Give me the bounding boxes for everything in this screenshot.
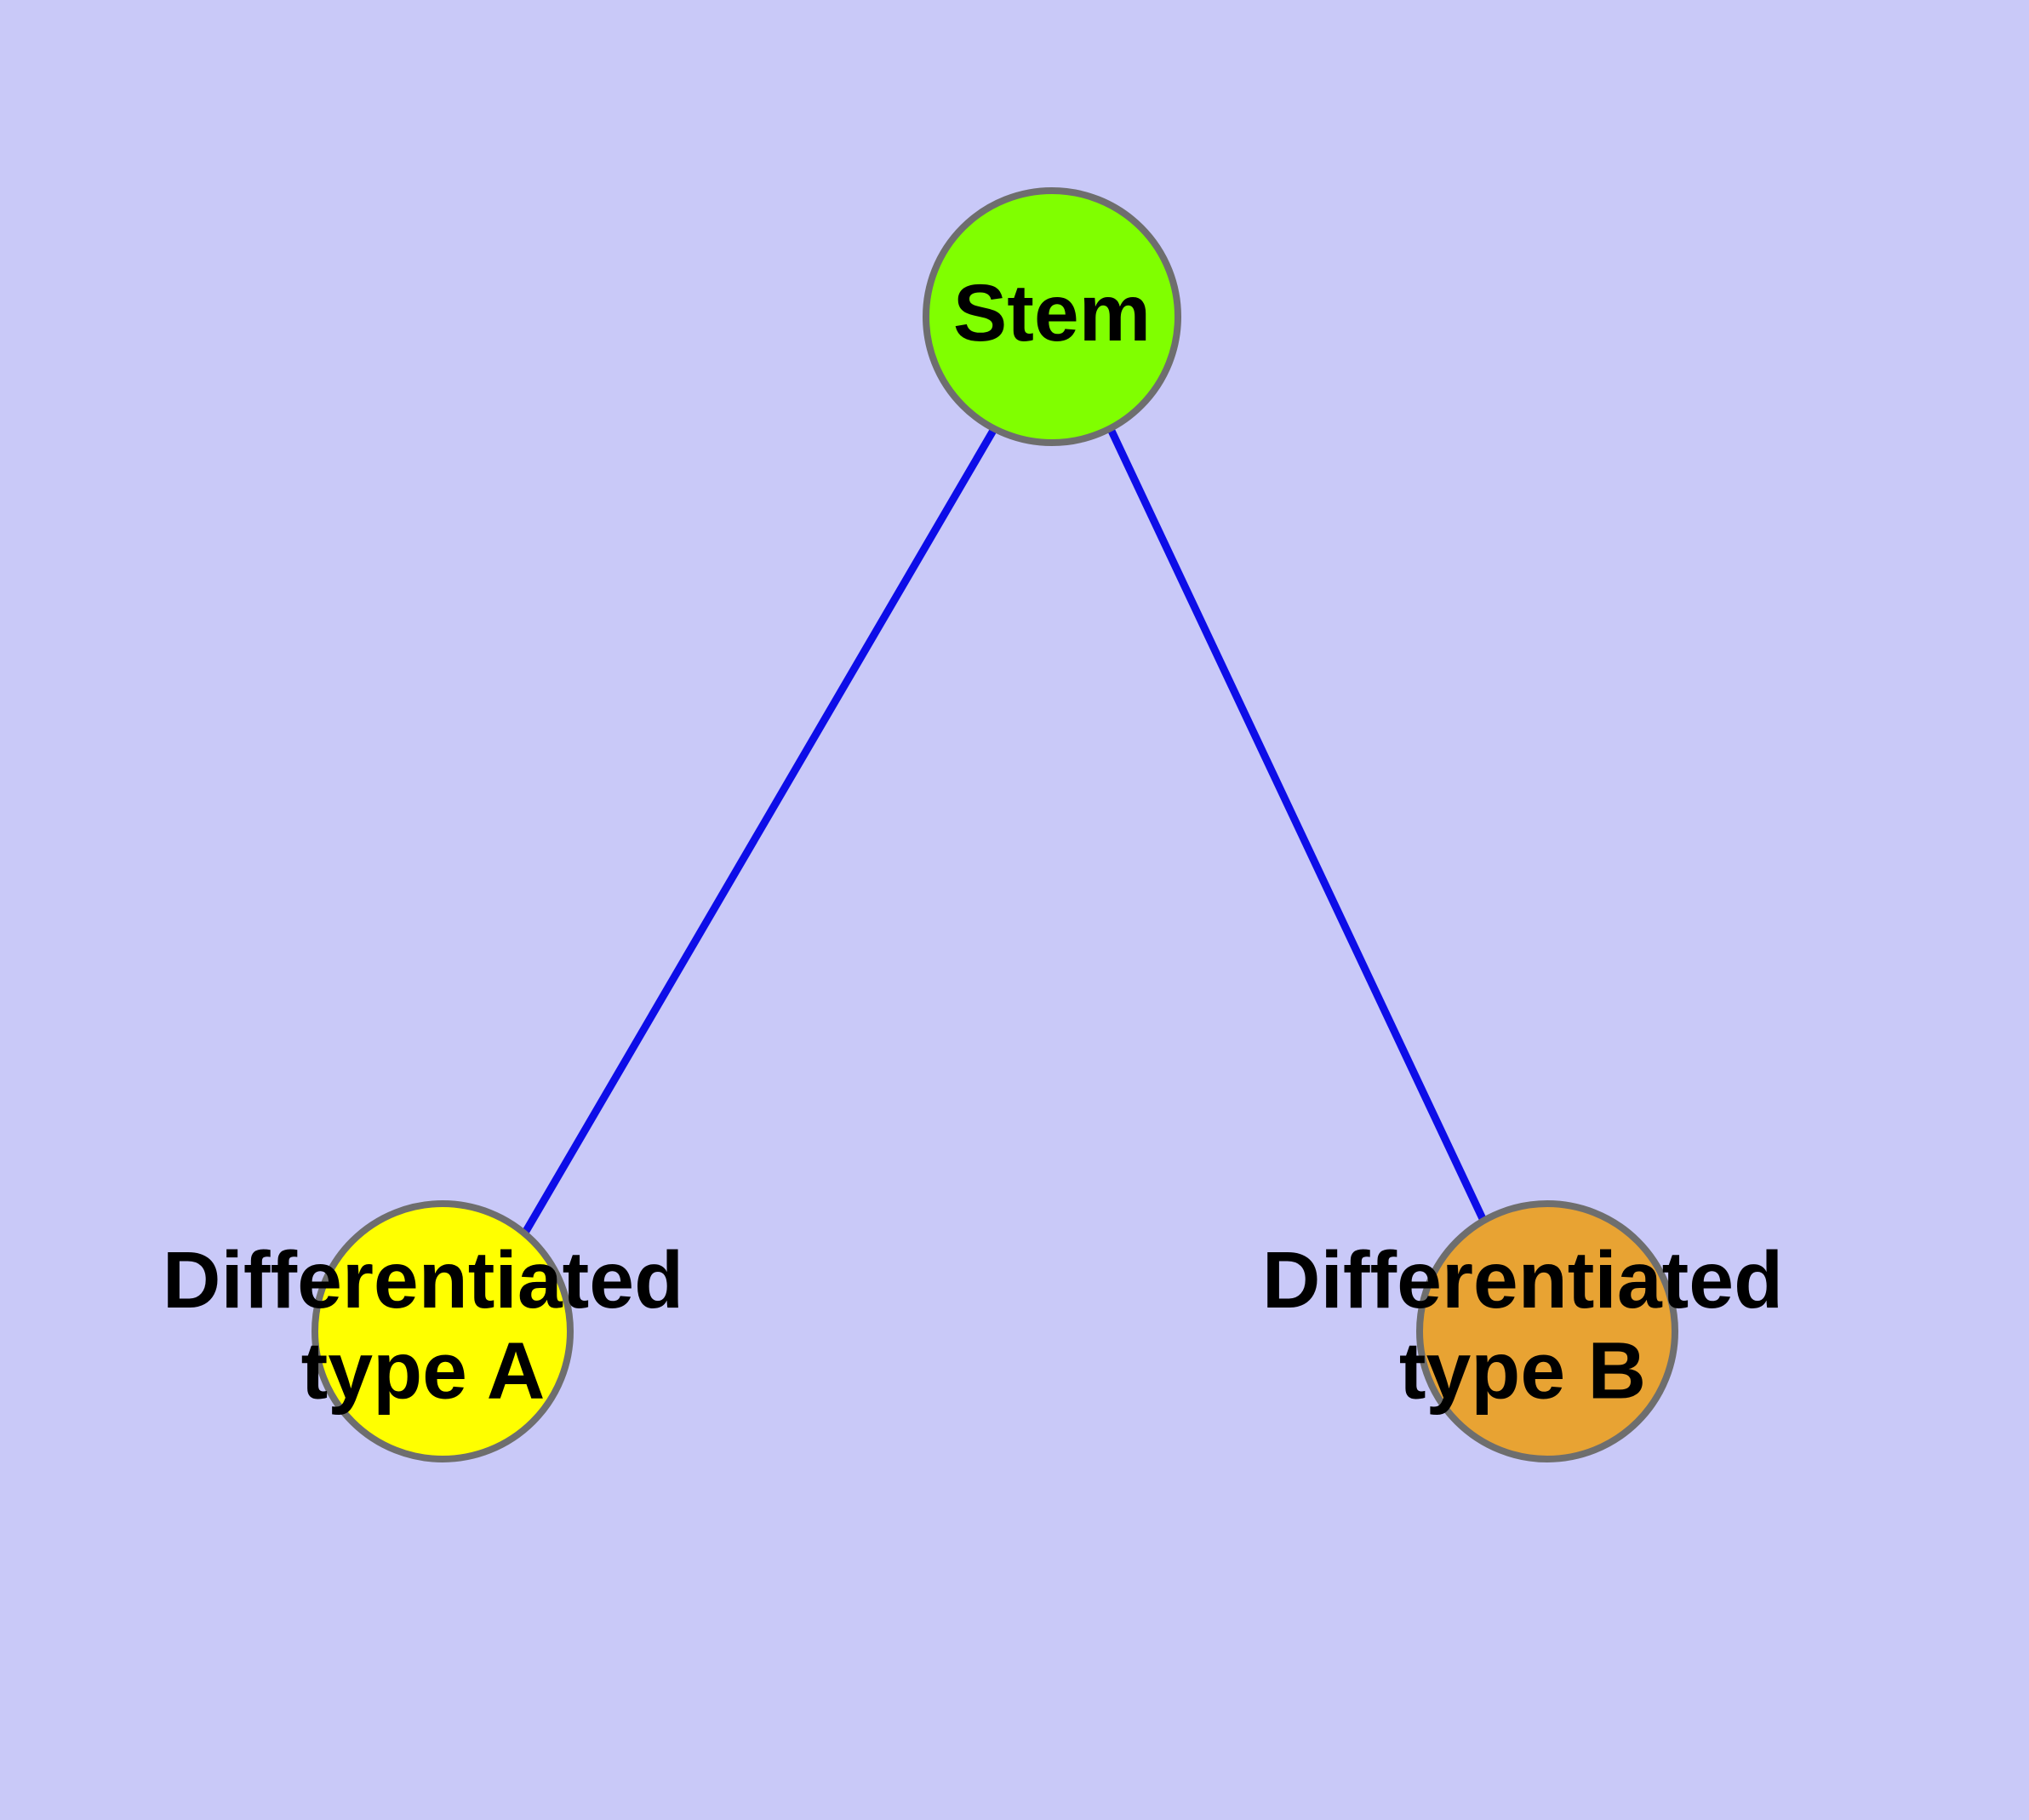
node-label-diff_b: Differentiated <box>1262 1235 1783 1325</box>
nodes-layer <box>311 187 1678 1462</box>
node-label-diff_a: type A <box>301 1325 546 1416</box>
node-label-diff_b: type B <box>1399 1325 1646 1416</box>
graph-node-diff_b[interactable] <box>1416 1200 1678 1462</box>
graph-edge <box>522 426 997 1235</box>
edges-layer <box>522 426 1489 1235</box>
node-label-diff_a: Differentiated <box>163 1235 683 1325</box>
graph-edge <box>1106 427 1489 1226</box>
graph-node-stem[interactable] <box>923 187 1181 446</box>
graph-node-diff_a[interactable] <box>311 1200 574 1462</box>
node-label-stem: Stem <box>953 268 1151 358</box>
